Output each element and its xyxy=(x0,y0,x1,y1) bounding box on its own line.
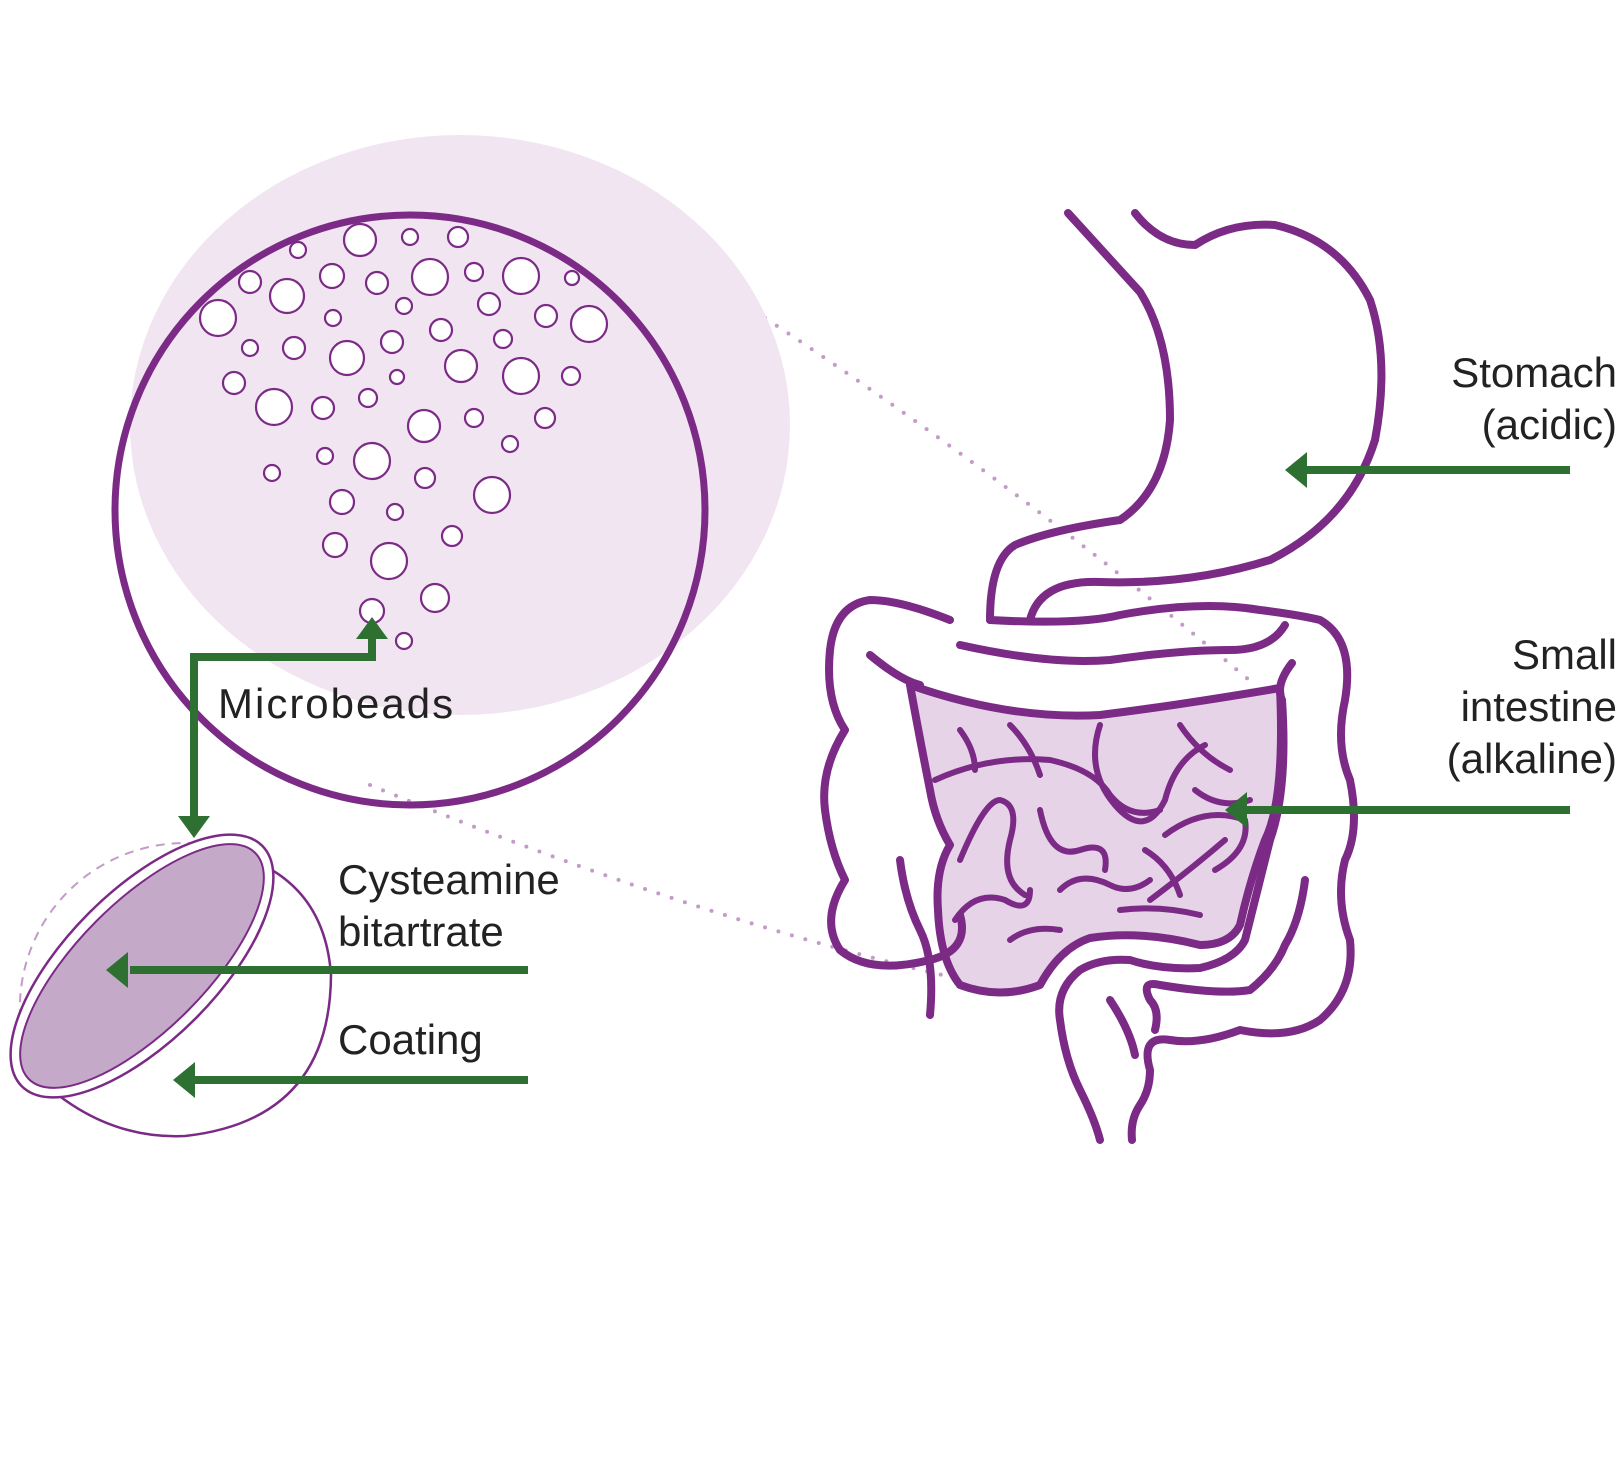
esophagus-left xyxy=(986,209,1174,624)
label-stomach: Stomach (acidic) xyxy=(1451,347,1617,451)
microbead xyxy=(323,308,343,328)
label-small-intestine-line3: (alkaline) xyxy=(1446,735,1617,782)
magnifier-circle xyxy=(111,211,709,809)
microbead xyxy=(472,475,512,515)
microbead xyxy=(385,502,405,522)
microbead xyxy=(388,368,406,386)
microbead xyxy=(315,446,335,466)
microbead xyxy=(352,441,392,481)
microbead xyxy=(310,395,336,421)
arrow-microbeads-connector xyxy=(190,637,376,820)
arrow-coating-head xyxy=(173,1062,195,1098)
colon-outer xyxy=(820,596,1358,1144)
microbead xyxy=(443,348,479,384)
arrow-cysteamine-head xyxy=(106,952,128,988)
microbead xyxy=(410,257,450,297)
label-stomach-line1: Stomach xyxy=(1451,349,1617,396)
microbead xyxy=(533,406,557,430)
microbead xyxy=(379,329,405,355)
microbead xyxy=(501,356,541,396)
microbead xyxy=(369,541,409,581)
microbeads-cluster xyxy=(198,222,609,651)
microbead xyxy=(364,270,390,296)
microbead xyxy=(500,434,520,454)
transverse-colon-fold xyxy=(956,621,1289,665)
arrow-stomach-head xyxy=(1285,452,1307,488)
microbead xyxy=(288,240,308,260)
microbead xyxy=(262,463,282,483)
label-stomach-line2: (acidic) xyxy=(1481,401,1617,448)
microbead xyxy=(240,338,260,358)
arrow-intestine-head xyxy=(1225,792,1247,828)
label-cysteamine-bitartrate: Cysteamine bitartrate xyxy=(338,854,560,958)
label-cysteamine-line2: bitartrate xyxy=(338,908,504,955)
microbead xyxy=(413,466,437,490)
large-intestine xyxy=(820,596,1358,1144)
dotted-line-top xyxy=(728,293,1257,687)
microbead xyxy=(446,225,470,249)
microbead xyxy=(419,582,451,614)
microbead xyxy=(221,370,247,396)
arrows xyxy=(130,466,1570,1084)
arrowheads xyxy=(106,452,1307,1098)
ascending-colon-inner xyxy=(896,856,936,1019)
label-small-intestine: Small intestine (alkaline) xyxy=(1447,629,1617,785)
microbead xyxy=(237,269,263,295)
microbead xyxy=(563,269,581,287)
microbead xyxy=(342,222,378,258)
microbead xyxy=(328,339,366,377)
microbead xyxy=(440,524,464,548)
microbead xyxy=(569,304,609,344)
colon-inner xyxy=(866,651,1296,1144)
stomach xyxy=(986,209,1386,624)
microbead xyxy=(533,303,559,329)
label-microbeads: Microbeads xyxy=(218,680,456,727)
label-coating: Coating xyxy=(338,1016,483,1063)
microbead xyxy=(357,387,379,409)
microbead xyxy=(476,291,502,317)
microbead xyxy=(492,328,514,350)
descending-colon-inner xyxy=(1142,876,1309,1034)
rectum xyxy=(1106,996,1139,1059)
microbead xyxy=(281,335,307,361)
microbead xyxy=(328,488,356,516)
arrow-microbeads-down-head xyxy=(178,816,210,838)
microbead xyxy=(463,407,485,429)
microbead xyxy=(254,387,294,427)
label-small-intestine-line2: intestine xyxy=(1460,683,1617,730)
digestive-tract xyxy=(820,209,1386,1144)
esophagus-right-and-stomach xyxy=(1026,209,1386,624)
microbead xyxy=(394,296,414,316)
microbead xyxy=(463,261,485,283)
microbead xyxy=(321,531,349,559)
label-cysteamine-line1: Cysteamine xyxy=(338,856,560,903)
microbead xyxy=(318,262,346,290)
microbead xyxy=(560,365,582,387)
microbead xyxy=(428,317,454,343)
microbead xyxy=(406,408,442,444)
microbead xyxy=(198,298,238,338)
microbead xyxy=(268,277,306,315)
label-small-intestine-line1: Small xyxy=(1511,631,1617,678)
arrow-microbeads-up-head xyxy=(356,617,388,639)
microbead xyxy=(501,256,541,296)
microbead xyxy=(394,631,414,651)
microbead xyxy=(400,227,420,247)
